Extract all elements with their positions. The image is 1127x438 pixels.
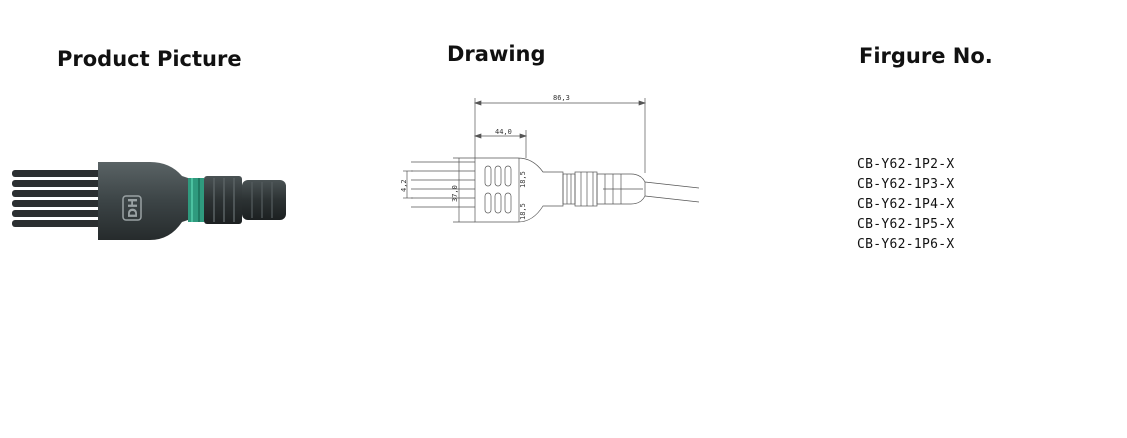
- dim-body-width: 37,0: [451, 185, 459, 202]
- dim-cable-pitch: 4,2: [400, 179, 408, 192]
- coupling-nut: [204, 176, 242, 224]
- dh-logo: DH: [122, 195, 142, 221]
- svg-text:DH: DH: [126, 198, 140, 218]
- product-photo: DH: [12, 162, 286, 240]
- technical-drawing: 86,3 44,0 18,5 18,5 37,0 4,2: [400, 94, 700, 223]
- figure-number: CB-Y62-1P5-X: [857, 217, 955, 232]
- figure-no-heading: Firgure No.: [859, 44, 993, 68]
- figure-number: CB-Y62-1P6-X: [857, 237, 955, 252]
- cable-bundle: [12, 170, 104, 227]
- dim-half-bottom: 18,5: [519, 203, 527, 220]
- connector-body: [98, 162, 188, 240]
- figure-number: CB-Y62-1P2-X: [857, 157, 955, 172]
- cable-gland: [242, 180, 286, 220]
- product-picture-heading: Product Picture: [57, 47, 242, 71]
- figure-number: CB-Y62-1P4-X: [857, 197, 955, 212]
- drawing-heading: Drawing: [447, 42, 546, 66]
- dim-half-top: 18,5: [519, 171, 527, 188]
- figure-number: CB-Y62-1P3-X: [857, 177, 955, 192]
- green-ring: [188, 178, 204, 222]
- figure-number-list: CB-Y62-1P2-X CB-Y62-1P3-X CB-Y62-1P4-X C…: [857, 155, 955, 255]
- dim-overall-length: 86,3: [553, 94, 570, 102]
- dim-body-length: 44,0: [495, 128, 512, 136]
